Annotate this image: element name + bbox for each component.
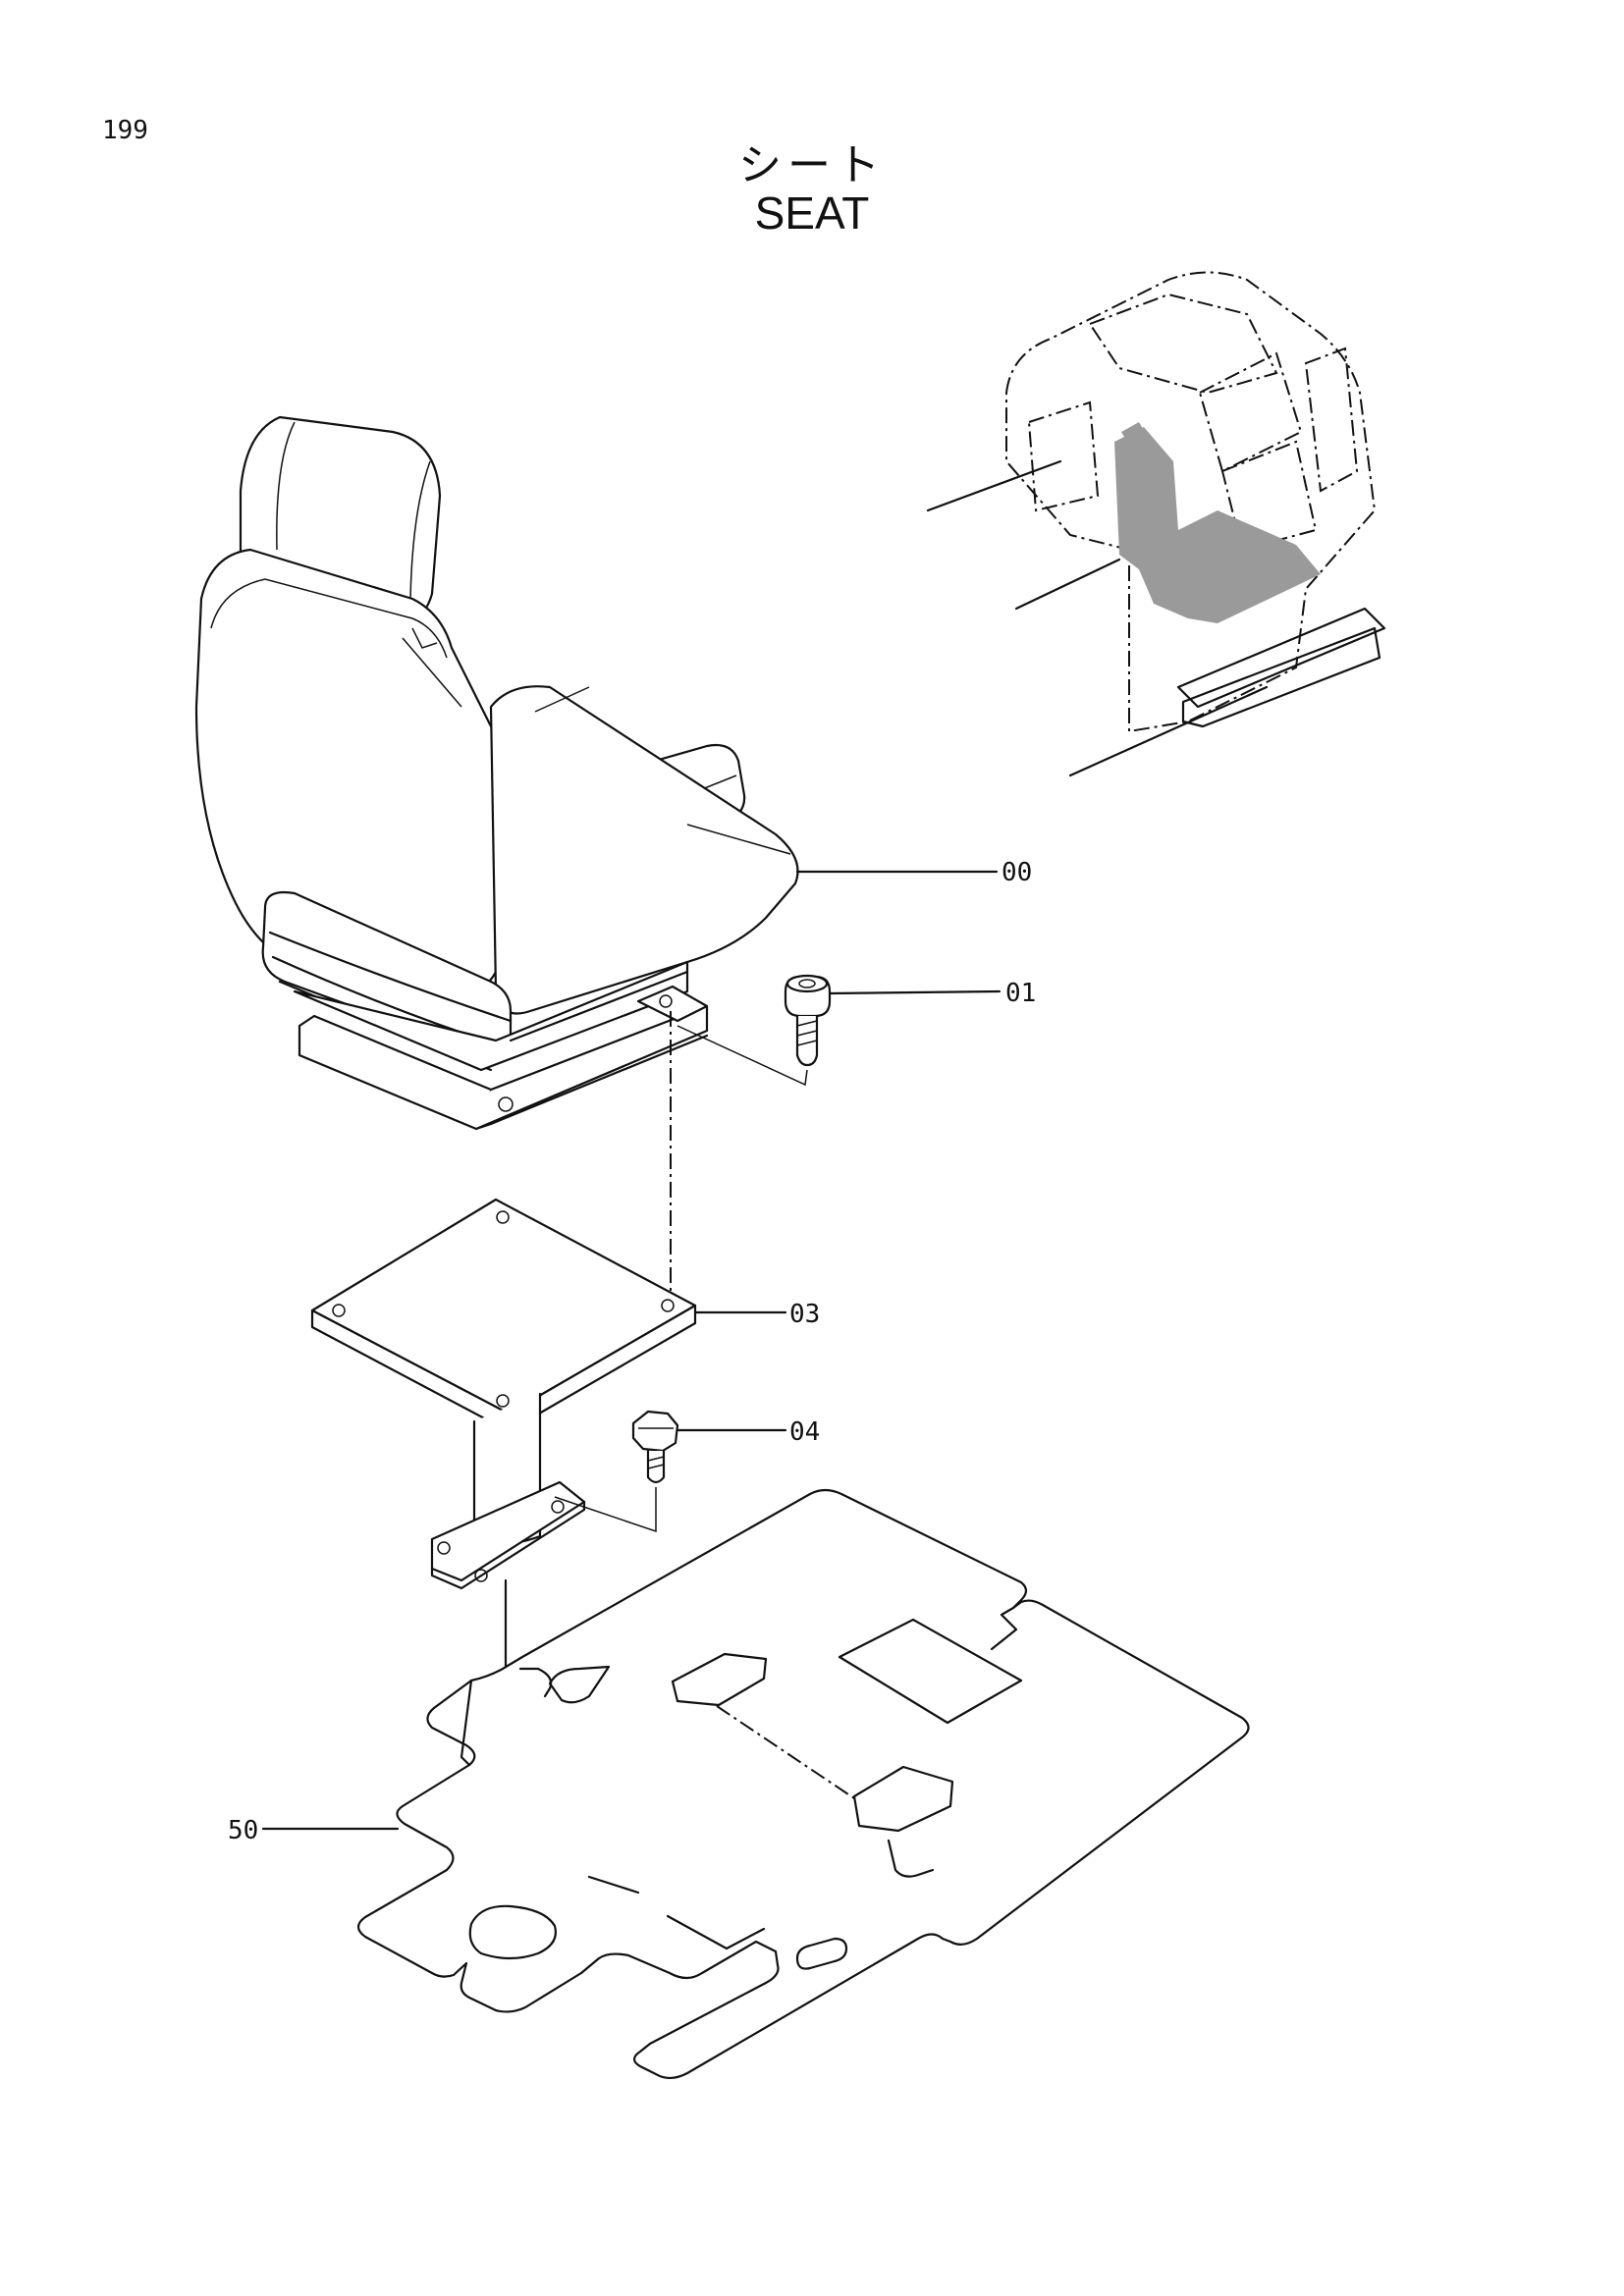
seat-assembly (194, 415, 799, 1131)
callout-50: 50 (228, 1816, 258, 1845)
bolt-04 (631, 1410, 679, 1484)
seat-stand-03 (310, 1198, 697, 1590)
page-number: 199 (102, 116, 148, 145)
callout-04: 04 (789, 1417, 820, 1447)
callout-00: 00 (1001, 858, 1032, 887)
callout-03: 03 (789, 1300, 820, 1329)
floor-mat-50 (356, 1488, 1250, 2080)
title-japanese: シート (738, 140, 886, 190)
bolt-01 (784, 974, 832, 1067)
callout-01: 01 (1005, 979, 1036, 1008)
title-english: SEAT (754, 187, 870, 239)
cab-location-inset (926, 271, 1386, 777)
leader-01 (829, 989, 1001, 995)
